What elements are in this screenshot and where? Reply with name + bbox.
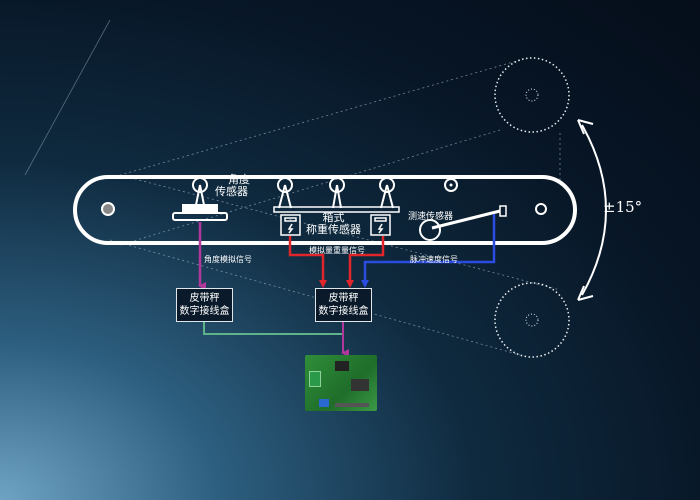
chip <box>335 361 349 371</box>
conveyor-belt <box>73 175 577 245</box>
tilt-projection-lines <box>109 59 561 356</box>
tail-pulley-hub <box>535 203 547 215</box>
arrowhead-up-icon <box>577 119 594 135</box>
idler-rollers <box>192 177 458 209</box>
box-link-line <box>203 322 343 335</box>
junction-box-subtitle: 数字接线盒 <box>318 306 369 317</box>
load-cell-label-line1: 箱式 <box>322 211 345 224</box>
load-cell-label: 箱式 称重传感器 <box>306 212 361 236</box>
tilted-pulley-down <box>494 282 570 358</box>
weight-signal-label: 模拟量重量信号 <box>309 246 365 255</box>
angle-sensor-label-line2: 传感器 <box>215 185 248 198</box>
weight-signal-line-right <box>346 236 385 288</box>
weight-signal-line-left <box>288 236 327 288</box>
junction-box-title: 皮带秤 <box>189 293 220 304</box>
controller-circuit-board <box>305 355 377 411</box>
speed-signal-line <box>361 214 496 288</box>
chip <box>351 379 369 391</box>
pin-header <box>335 403 369 407</box>
load-cell-label-line2: 称重传感器 <box>306 223 361 236</box>
speed-signal-label: 脉冲速度信号 <box>410 255 458 264</box>
speed-sensor-label: 测速传感器 <box>408 212 454 222</box>
speed-sensor-mount <box>499 205 507 217</box>
tilt-arc-arrow <box>581 124 607 296</box>
idler-dot <box>449 183 453 187</box>
tilt-angle-label: ±15° <box>603 198 642 216</box>
angle-signal-label: 角度模拟信号 <box>204 255 252 264</box>
tilted-pulley-up <box>494 57 570 133</box>
speed-sensor-arm <box>431 209 501 230</box>
angle-sensor-label: 角度 传感器 <box>215 174 250 198</box>
junction-box-angle: 皮带秤 数字接线盒 <box>176 288 233 322</box>
head-pulley-hub <box>101 202 115 216</box>
angle-sensor-base <box>172 212 228 221</box>
arrowhead-down-icon <box>577 285 594 301</box>
tilted-pulley-down-hub <box>525 313 539 327</box>
junction-box-title: 皮带秤 <box>328 293 359 304</box>
junction-box-weight: 皮带秤 数字接线盒 <box>315 288 372 322</box>
load-cell-icon <box>280 214 391 236</box>
connector <box>319 399 329 407</box>
angle-sensor-body <box>182 204 218 213</box>
tilted-pulley-up-hub <box>525 88 539 102</box>
weigh-frame <box>273 206 400 213</box>
junction-box-subtitle: 数字接线盒 <box>179 306 230 317</box>
meteor-streak <box>24 19 111 176</box>
terminal-block <box>309 371 321 387</box>
angle-sensor-label-line1: 角度 <box>228 173 250 186</box>
speed-sensor-wheel <box>419 219 441 241</box>
